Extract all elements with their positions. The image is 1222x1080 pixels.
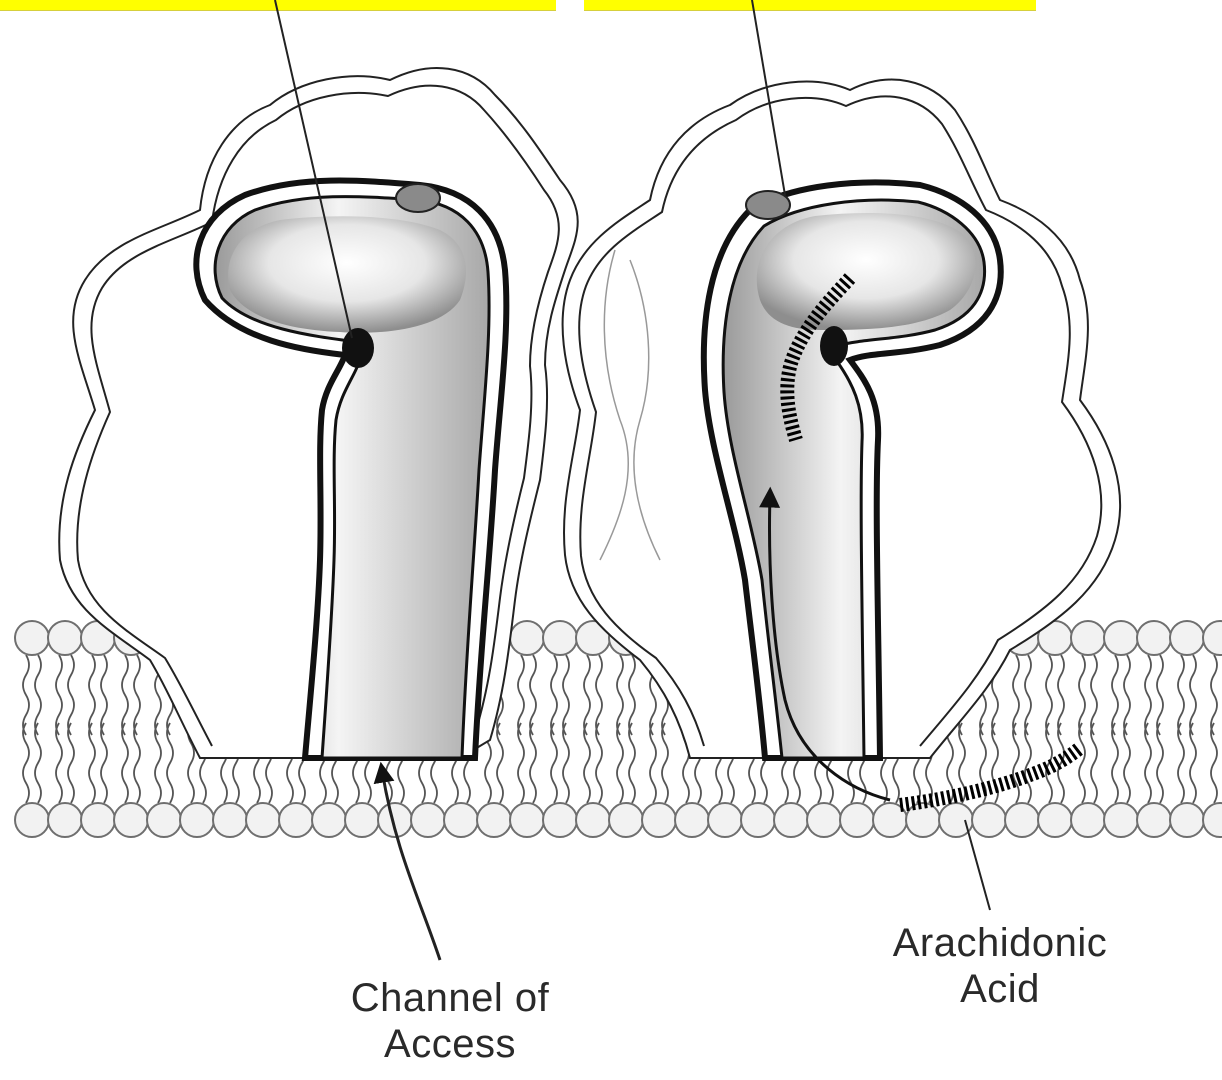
- lipid-head: [1137, 803, 1171, 837]
- lipid-head: [708, 803, 742, 837]
- lipid-head: [1104, 621, 1138, 655]
- lipid-head: [312, 803, 346, 837]
- lipid-head: [444, 803, 478, 837]
- lipid-head: [906, 803, 940, 837]
- lipid-head: [114, 803, 148, 837]
- lipid-head: [1170, 803, 1204, 837]
- caption-aa-line1: Arachidonic: [850, 920, 1150, 966]
- lipid-head: [15, 621, 49, 655]
- lipid-head: [840, 803, 874, 837]
- lipid-head: [741, 803, 775, 837]
- lipid-head: [147, 803, 181, 837]
- lipid-head: [510, 803, 544, 837]
- caption-channel-of-access: Channel of Access: [300, 975, 600, 1067]
- lipid-head: [1071, 621, 1105, 655]
- lipid-head: [1104, 803, 1138, 837]
- caption-aa-line2: Acid: [850, 966, 1150, 1012]
- lipid-head: [774, 803, 808, 837]
- lipid-head: [213, 803, 247, 837]
- lipid-head: [510, 621, 544, 655]
- lipid-head: [1203, 621, 1222, 655]
- lipid-head: [972, 803, 1006, 837]
- lipid-head: [15, 803, 49, 837]
- lipid-head: [675, 803, 709, 837]
- lipid-head: [279, 803, 313, 837]
- lipid-head: [807, 803, 841, 837]
- lipid-head: [180, 803, 214, 837]
- lipid-head: [246, 803, 280, 837]
- lipid-head: [345, 803, 379, 837]
- lipid-head: [543, 621, 577, 655]
- lipid-head: [642, 803, 676, 837]
- lipid-head: [576, 803, 610, 837]
- lipid-head: [48, 803, 82, 837]
- lipid-head: [48, 621, 82, 655]
- lipid-head: [1005, 803, 1039, 837]
- lipid-head: [1137, 621, 1171, 655]
- lipid-head: [1038, 803, 1072, 837]
- lipid-head: [609, 803, 643, 837]
- lipid-head: [81, 803, 115, 837]
- lipid-head: [1071, 803, 1105, 837]
- caption-channel-line1: Channel of: [300, 975, 600, 1021]
- lipid-head: [1203, 803, 1222, 837]
- caption-channel-line2: Access: [300, 1021, 600, 1067]
- lipid-head: [411, 803, 445, 837]
- lipid-head: [1170, 621, 1204, 655]
- caption-arachidonic-acid: Arachidonic Acid: [850, 920, 1150, 1012]
- lipid-head: [543, 803, 577, 837]
- lipid-head: [477, 803, 511, 837]
